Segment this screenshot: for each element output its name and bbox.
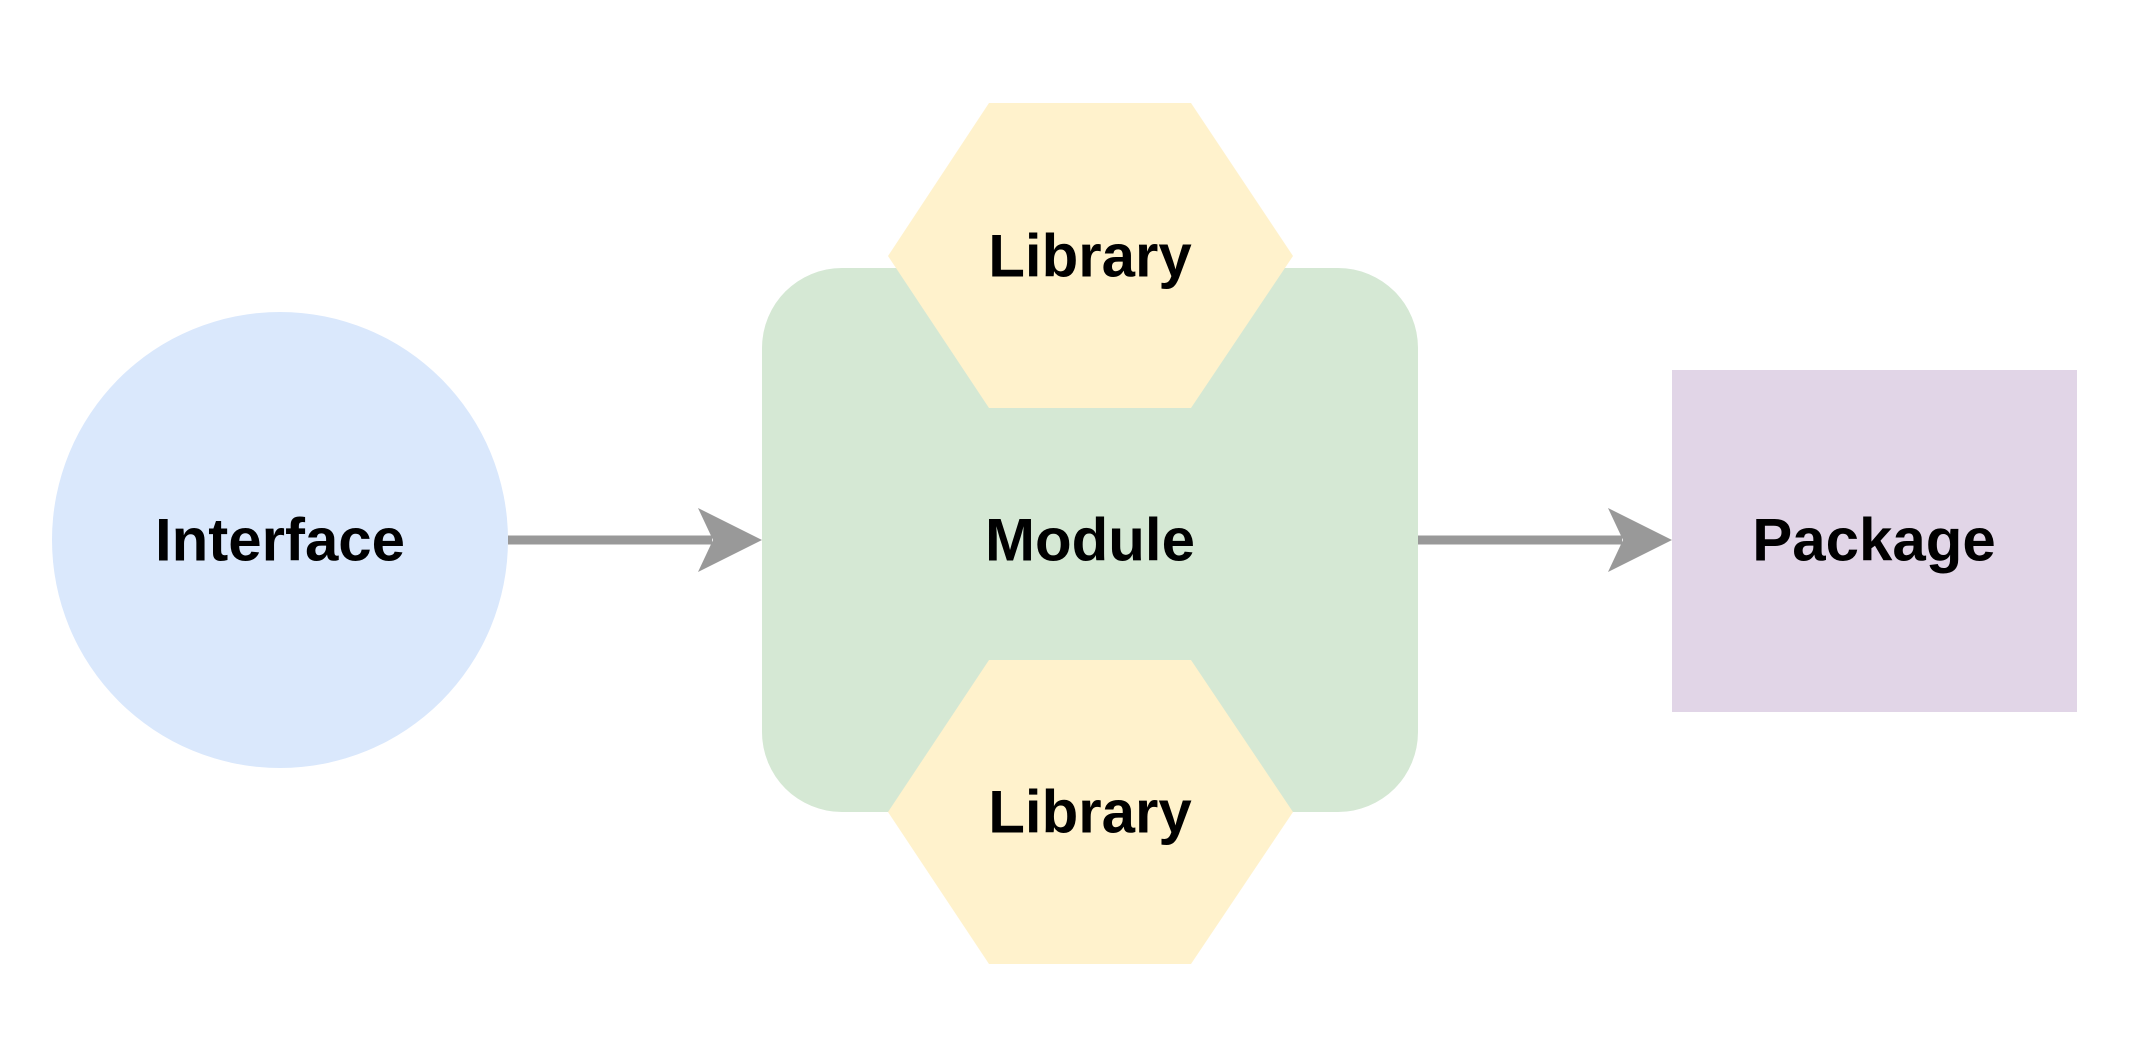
module-node[interactable] bbox=[762, 268, 1418, 812]
library-top-node[interactable] bbox=[888, 103, 1293, 408]
edge-interface-to-module bbox=[508, 508, 762, 572]
interface-node[interactable] bbox=[52, 312, 508, 768]
library-bottom-label: Library bbox=[988, 779, 1192, 846]
interface-label: Interface bbox=[155, 507, 405, 574]
package-node[interactable] bbox=[1672, 370, 2077, 712]
edge-module-to-package bbox=[1418, 508, 1672, 572]
arrowhead-icon bbox=[698, 508, 762, 572]
package-label: Package bbox=[1752, 507, 1996, 574]
arrowhead-icon bbox=[1608, 508, 1672, 572]
library-top-label: Library bbox=[988, 223, 1192, 290]
module-label: Module bbox=[985, 507, 1195, 574]
library-bottom-node[interactable] bbox=[888, 660, 1293, 964]
